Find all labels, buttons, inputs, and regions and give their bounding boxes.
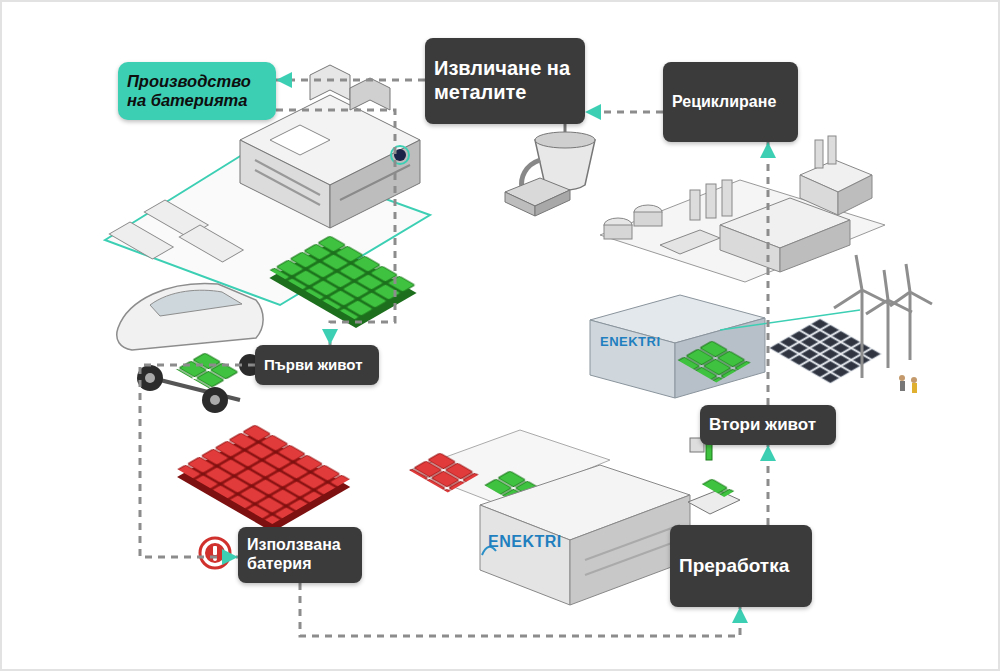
processing-plant <box>585 525 680 560</box>
wind-turbine <box>834 255 932 378</box>
callout-text: Първи живот <box>264 356 370 374</box>
recycling-plant <box>604 225 632 239</box>
callout-text: Втори живот <box>709 415 827 435</box>
factory-site <box>109 222 173 259</box>
recycling-plant <box>815 140 823 168</box>
people <box>911 377 917 383</box>
storage-container <box>720 310 860 330</box>
wind-turbine <box>866 270 912 314</box>
car <box>117 283 263 350</box>
ladle <box>505 192 535 216</box>
logo-text: ENEKTRI <box>488 533 562 551</box>
logo-text: ENEKTRI <box>600 334 661 349</box>
recycling-plant <box>722 180 732 216</box>
solar-panels <box>768 318 882 384</box>
warning-icon <box>200 538 230 568</box>
warning-icon <box>205 543 225 563</box>
callout-box: Рециклиране <box>663 62 798 142</box>
recycling-plant <box>706 184 716 218</box>
battery-pack-used <box>177 424 350 524</box>
wind-turbine <box>887 300 890 368</box>
factory-site <box>270 125 330 155</box>
ladle <box>535 132 595 148</box>
people <box>899 375 905 381</box>
car <box>145 373 155 383</box>
recycling-plant <box>600 136 885 282</box>
car <box>210 395 220 405</box>
callout-text: Производство на батерията <box>127 72 267 111</box>
callout-text: Преработка <box>679 555 803 577</box>
solar-panels <box>768 318 882 384</box>
callout-box: Извличане на металите <box>425 38 585 124</box>
callout-text: Рециклиране <box>672 93 789 112</box>
processing-plant <box>409 452 479 493</box>
recycling-plant <box>828 136 836 164</box>
recycling-plant <box>800 175 838 215</box>
factory-site <box>310 65 350 100</box>
storage-container <box>677 340 751 383</box>
car <box>176 352 240 389</box>
factory-site <box>255 160 320 195</box>
car <box>176 352 240 389</box>
flow-arrow <box>767 142 770 405</box>
callout-box: Използвана батерия <box>238 527 362 583</box>
warning-icon <box>200 538 230 568</box>
recycling-plant <box>634 212 662 226</box>
processing-plant <box>585 540 680 575</box>
car <box>150 290 242 316</box>
people <box>900 381 905 391</box>
factory-site <box>330 140 420 228</box>
flow-arrow <box>140 365 255 557</box>
wind-turbine <box>834 255 892 308</box>
recycling-plant <box>720 225 780 272</box>
recycling-plant <box>690 190 700 220</box>
callout-box: Първи живот <box>255 345 379 385</box>
flow-arrow <box>767 445 770 525</box>
flow-arrow <box>585 111 663 114</box>
callout-box: Преработка <box>670 525 812 607</box>
callout-text: Използвана батерия <box>247 536 353 574</box>
factory-site <box>109 222 173 259</box>
processing-plant <box>480 505 570 605</box>
truck <box>702 478 735 497</box>
battery-pack-used <box>177 424 350 532</box>
factory-site <box>340 165 410 200</box>
solar-panels <box>768 318 882 384</box>
callout-box: Производство на батерията <box>118 62 276 120</box>
factory-site <box>255 170 320 205</box>
car <box>202 387 228 413</box>
factory-site <box>350 78 390 110</box>
processing-plant <box>409 452 479 493</box>
battery-pack-used <box>177 424 350 524</box>
factory-site <box>179 225 243 262</box>
truck <box>702 478 735 497</box>
storage-container <box>590 320 675 398</box>
wind-turbine <box>861 290 864 378</box>
flow-arrow <box>276 110 395 345</box>
ladle <box>535 190 570 216</box>
people <box>899 375 917 393</box>
factory-site <box>179 225 243 262</box>
recycling-plant <box>660 230 720 254</box>
recycling-plant <box>838 175 872 215</box>
processing-plant <box>409 430 690 605</box>
wind-turbine <box>909 292 912 360</box>
wind-turbine <box>890 264 932 306</box>
storage-container <box>677 340 751 383</box>
truck <box>688 490 740 514</box>
callout-box: Втори живот <box>700 405 836 445</box>
recycling-plant <box>780 220 850 272</box>
factory-site <box>240 140 330 228</box>
flow-arrow <box>276 79 425 82</box>
warning-icon <box>213 546 217 555</box>
people <box>912 383 917 393</box>
callout-text: Извличане на металите <box>434 57 576 104</box>
